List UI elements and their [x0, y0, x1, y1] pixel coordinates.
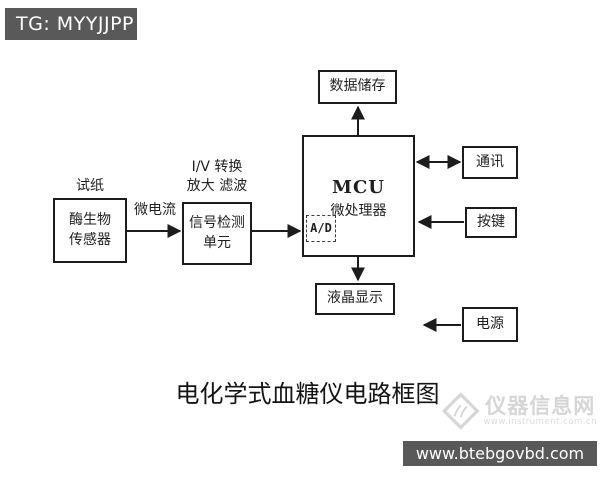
sensor-top-label: 试纸 [76, 178, 104, 194]
watermark: 仪器信息网 www.instrument.com.cn [441, 388, 597, 434]
ad-converter-box: A/D [306, 215, 336, 242]
footer-url-bar: www.btebgovbd.com [403, 441, 597, 466]
watermark-site-name: 仪器信息网 [485, 394, 596, 418]
sensor-box-line1: 酶生物 [69, 211, 111, 228]
iv-label-line1: I/V 转换 [191, 159, 243, 175]
lcd-display-box: 液晶显示 [315, 283, 395, 315]
diagram-title: 电化学式血糖仪电路框图 [175, 380, 440, 408]
micro-current-label: 微电流 [134, 202, 176, 218]
communication-box: 通讯 [462, 146, 518, 179]
signal-box-line2: 单元 [203, 234, 231, 251]
watermark-diamond-logo-icon [442, 392, 480, 430]
signal-box-line1: 信号检测 [189, 214, 245, 231]
data-storage-box: 数据储存 [318, 70, 397, 104]
keys-box: 按键 [465, 207, 517, 238]
iv-conversion-label: I/V 转换 放大 滤波 [168, 158, 266, 196]
signal-detection-box: 信号检测 单元 [182, 202, 252, 265]
mcu-box: MCU 微处理器 A/D [302, 135, 415, 257]
mcu-name: MCU [332, 177, 385, 198]
sensor-box-line2: 传感器 [69, 231, 111, 248]
iv-label-line2: 放大 滤波 [186, 178, 248, 194]
watermark-site-url: www.instrument.com.cn [483, 417, 597, 427]
header-tag: TG: MYYJJPP [5, 8, 137, 40]
sensor-box: 酶生物 传感器 [53, 198, 127, 263]
watermark-text-column: 仪器信息网 www.instrument.com.cn [483, 395, 597, 427]
power-box: 电源 [462, 307, 518, 342]
mcu-subtitle: 微处理器 [330, 203, 387, 220]
